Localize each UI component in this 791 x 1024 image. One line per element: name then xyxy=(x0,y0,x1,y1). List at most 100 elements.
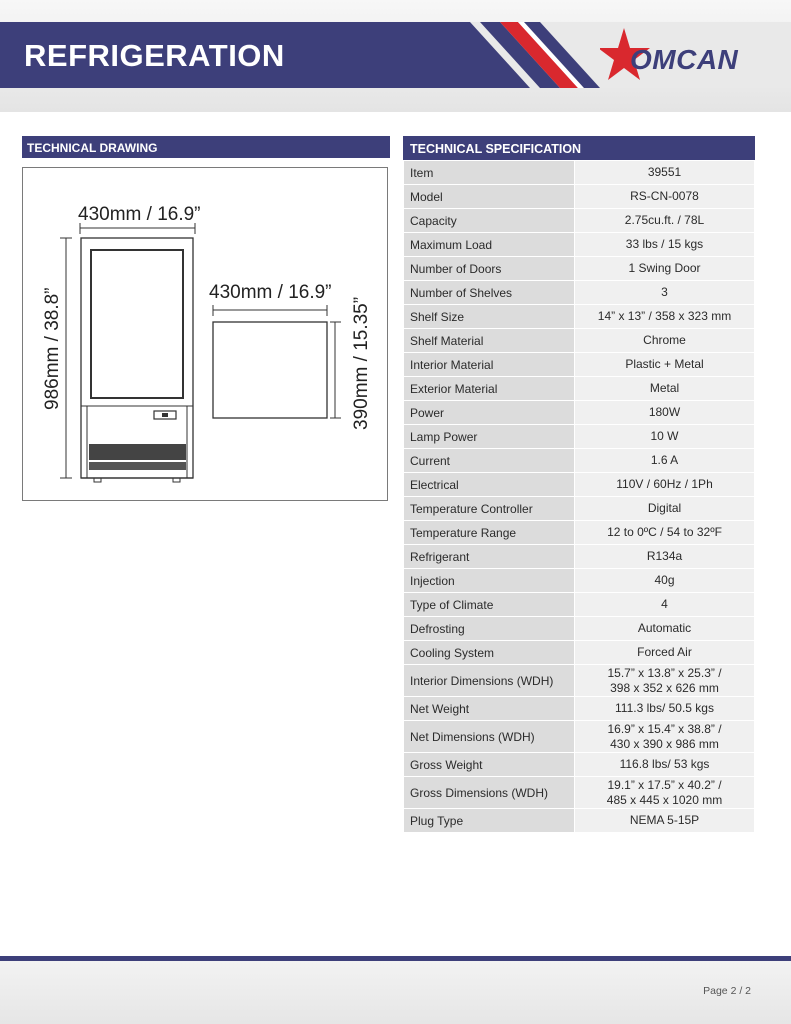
spec-key: Model xyxy=(403,184,575,209)
spec-value: 14” x 13” / 358 x 323 mm xyxy=(574,304,755,329)
height-label: 986mm / 38.8” xyxy=(42,288,63,411)
top-width-label: 430mm / 16.9” xyxy=(209,282,332,303)
spec-key: Interior Material xyxy=(403,352,575,377)
table-row: Gross Dimensions (WDH) 19.1” x 17.5” x 40… xyxy=(403,776,755,809)
spec-value: 111.3 lbs/ 50.5 kgs xyxy=(574,696,755,721)
page-title: REFRIGERATION xyxy=(24,38,285,73)
spec-key: Interior Dimensions (WDH) xyxy=(403,664,575,697)
spec-value: 3 xyxy=(574,280,755,305)
spec-key: Shelf Size xyxy=(403,304,575,329)
spec-key: Temperature Range xyxy=(403,520,575,545)
spec-key: Number of Shelves xyxy=(403,280,575,305)
spec-value-line1: 16.9” x 15.4” x 38.8” / xyxy=(607,721,722,736)
spec-key: Lamp Power xyxy=(403,424,575,449)
spec-value: 16.9” x 15.4” x 38.8” /430 x 390 x 986 m… xyxy=(574,720,755,753)
spec-value: 40g xyxy=(574,568,755,593)
foot-right xyxy=(172,477,181,483)
front-width-label: 430mm / 16.9” xyxy=(78,204,201,225)
spec-key: Maximum Load xyxy=(403,232,575,257)
spec-value: 39551 xyxy=(574,160,755,185)
drawing-heading: TECHNICAL DRAWING xyxy=(22,136,390,158)
star-icon xyxy=(600,28,650,80)
header-banner xyxy=(0,22,791,88)
spec-key: Number of Doors xyxy=(403,256,575,281)
spec-key: Defrosting xyxy=(403,616,575,641)
table-row: Interior Dimensions (WDH)15.7” x 13.8” x… xyxy=(403,664,755,697)
brand-name: OMCAN xyxy=(630,44,739,75)
brand-logo xyxy=(600,28,650,80)
spec-value: Metal xyxy=(574,376,755,401)
stripe-navy xyxy=(480,22,560,88)
spec-value: 1 Swing Door xyxy=(574,256,755,281)
stripe-white xyxy=(518,22,584,88)
foot-left xyxy=(93,477,102,483)
control-panel xyxy=(153,410,177,420)
spec-key: Capacity xyxy=(403,208,575,233)
spec-key: Net Weight xyxy=(403,696,575,721)
spec-value: 4 xyxy=(574,592,755,617)
spec-key: Item xyxy=(403,160,575,185)
spec-key: Power xyxy=(403,400,575,425)
spec-key: Injection xyxy=(403,568,575,593)
fridge-body xyxy=(80,237,194,479)
spec-value: 10 W xyxy=(574,424,755,449)
footer-background xyxy=(0,961,791,1024)
spec-value: 180W xyxy=(574,400,755,425)
spec-value: Plastic + Metal xyxy=(574,352,755,377)
spec-value: Forced Air xyxy=(574,640,755,665)
depth-label: 390mm / 15.35” xyxy=(351,297,372,430)
spec-value: 1.6 A xyxy=(574,448,755,473)
drawing-svg: 430mm / 16.9” 986mm / 38.8” 430mm / 16 xyxy=(42,204,372,483)
fridge-door-window xyxy=(90,249,184,399)
spec-key: Current xyxy=(403,448,575,473)
spec-key: Electrical xyxy=(403,472,575,497)
stripe-navy-2 xyxy=(524,22,600,88)
spec-heading: TECHNICAL SPECIFICATION xyxy=(403,136,755,160)
spec-value-line1: 19.1” x 17.5” x 40.2” / xyxy=(607,777,722,792)
spec-value: 12 to 0ºC / 54 to 32ºF xyxy=(574,520,755,545)
spec-value: Automatic xyxy=(574,616,755,641)
spec-value: 110V / 60Hz / 1Ph xyxy=(574,472,755,497)
footer-rule xyxy=(0,956,791,961)
spec-key: Refrigerant xyxy=(403,544,575,569)
spec-value: 15.7” x 13.8” x 25.3” /398 x 352 x 626 m… xyxy=(574,664,755,697)
spec-key: Gross Dimensions (WDH) xyxy=(403,776,575,809)
spec-value: Digital xyxy=(574,496,755,521)
spec-key: Plug Type xyxy=(403,808,575,833)
spec-value: NEMA 5-15P xyxy=(574,808,755,833)
technical-drawing: 430mm / 16.9” 986mm / 38.8” 430mm / 16 xyxy=(22,167,388,501)
spec-key: Cooling System xyxy=(403,640,575,665)
spec-value: 2.75cu.ft. / 78L xyxy=(574,208,755,233)
spec-value: Chrome xyxy=(574,328,755,353)
spec-value-line2: 430 x 390 x 986 mm xyxy=(610,736,719,751)
spec-key: Gross Weight xyxy=(403,752,575,777)
spec-value-line1: 15.7” x 13.8” x 25.3” / xyxy=(607,665,722,680)
vent-grille xyxy=(89,444,186,460)
spec-key: Temperature Controller xyxy=(403,496,575,521)
spec-value: R134a xyxy=(574,544,755,569)
spec-key: Net Dimensions (WDH) xyxy=(403,720,575,753)
stripe-red-1 xyxy=(500,22,578,88)
